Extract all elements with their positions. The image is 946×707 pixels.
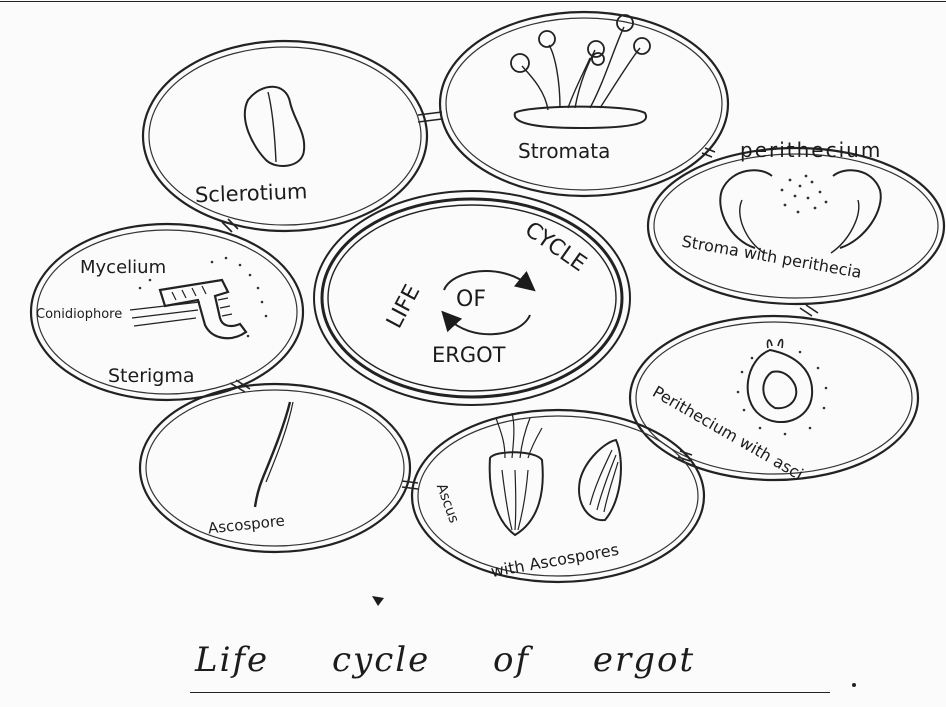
stromata-cell: Stromata (440, 12, 728, 196)
with-ascospores-label: with Ascospores (489, 540, 620, 581)
asci-cell: Perithecium with asci (630, 316, 918, 484)
mycelium-cell: Mycelium Conidiophore Sterigma (31, 224, 303, 400)
ascus-right (579, 440, 621, 520)
ascus-label: Ascus (433, 481, 462, 525)
mycelium-label: Mycelium (80, 257, 166, 278)
perithecia-cell: perithecium Stroma with perithecia (648, 138, 944, 304)
spore-dots (781, 175, 828, 214)
diagram-title: Life cycle of ergot (195, 640, 835, 690)
center-cycle: CYCLE (520, 217, 591, 277)
perithecium-right (833, 170, 881, 248)
stroma-perithecia-label: Stroma with perithecia (680, 232, 863, 282)
ascus-cell: Ascus with Ascospores (412, 410, 704, 582)
center-of: OF (456, 287, 486, 312)
perithecium-left (720, 170, 772, 248)
cycle-arrow-bottom (448, 315, 530, 334)
center-cell: LIFE CYCLE OF ERGOT (314, 191, 630, 405)
title-underline (190, 692, 830, 693)
title-period (852, 683, 856, 687)
conidiophore-label: Conidiophore (36, 307, 122, 322)
sclerotium-cell: Sclerotium (143, 41, 427, 231)
center-ergot: ERGOT (432, 343, 506, 367)
ascospore-shape (255, 402, 290, 507)
sclerotium-label: Sclerotium (195, 179, 308, 207)
perithecium-outline (748, 350, 812, 422)
center-life: LIFE (382, 281, 425, 333)
stromata-label: Stromata (518, 139, 610, 163)
sterigma-label: Sterigma (108, 365, 195, 387)
ascospore-label: Ascospore (207, 511, 286, 537)
ink-mark (372, 596, 384, 606)
perithecium-asci-label: Perithecium with asci (649, 382, 806, 484)
perithecium-label: perithecium (740, 138, 882, 162)
stroma-base (515, 107, 646, 128)
ascospore-cell: Ascospore (140, 384, 410, 552)
sclerotium-shape (245, 87, 304, 166)
